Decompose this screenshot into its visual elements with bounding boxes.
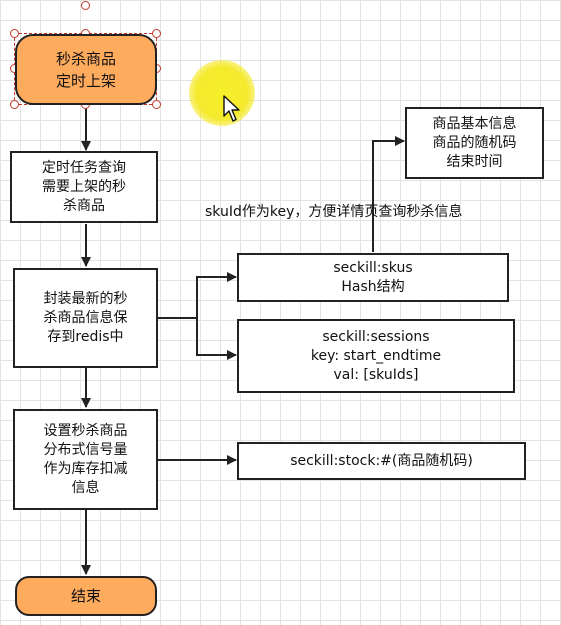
cursor-highlight [189,60,255,126]
start-node-label: 秒杀商品 定时上架 [55,49,116,90]
end-node-label: 结束 [70,587,101,605]
redis-sessions-node[interactable]: seckill:sessions key: start_endtime val:… [237,319,515,393]
product-info-label: 商品基本信息 商品的随机码 结束时间 [432,115,517,170]
selection-handle[interactable] [81,1,90,10]
encapsulate-node[interactable]: 封装最新的秒 杀商品信息保 存到redis中 [13,268,158,368]
arrow-encapsulate-to-sessions[interactable] [196,318,237,360]
mouse-pointer-icon [223,95,240,122]
arrow-encapsulate-to-skus[interactable] [158,272,237,319]
encapsulate-label: 封装最新的秒 杀商品信息保 存到redis中 [43,290,128,345]
selection-handle[interactable] [152,29,161,38]
query-task-node[interactable]: 定时任务查询 需要上架的秒 杀商品 [10,151,158,223]
redis-stock-node[interactable]: seckill:stock:#(商品随机码) [237,442,526,480]
set-semaphore-label: 设置秒杀商品 分布式信号量 作为库存扣减 信息 [43,422,128,496]
selection-handle[interactable] [10,100,19,109]
query-task-label: 定时任务查询 需要上架的秒 杀商品 [42,159,126,214]
start-node[interactable]: 秒杀商品 定时上架 [15,34,157,105]
end-node[interactable]: 结束 [15,576,157,616]
redis-skus-node[interactable]: seckill:skus Hash结构 [237,253,509,302]
set-semaphore-node[interactable]: 设置秒杀商品 分布式信号量 作为库存扣减 信息 [13,409,158,510]
product-info-node[interactable]: 商品基本信息 商品的随机码 结束时间 [405,107,544,179]
redis-skus-label: seckill:skus Hash结构 [333,259,413,295]
arrow-skus-to-product-info[interactable] [372,136,405,252]
selection-handle[interactable] [10,29,19,38]
redis-sessions-label: seckill:sessions key: start_endtime val:… [310,328,442,383]
skuid-key-note: skuId作为key，方便详情页查询秒杀信息 [205,204,463,220]
redis-stock-label: seckill:stock:#(商品随机码) [290,452,473,469]
selection-handle[interactable] [152,100,161,109]
